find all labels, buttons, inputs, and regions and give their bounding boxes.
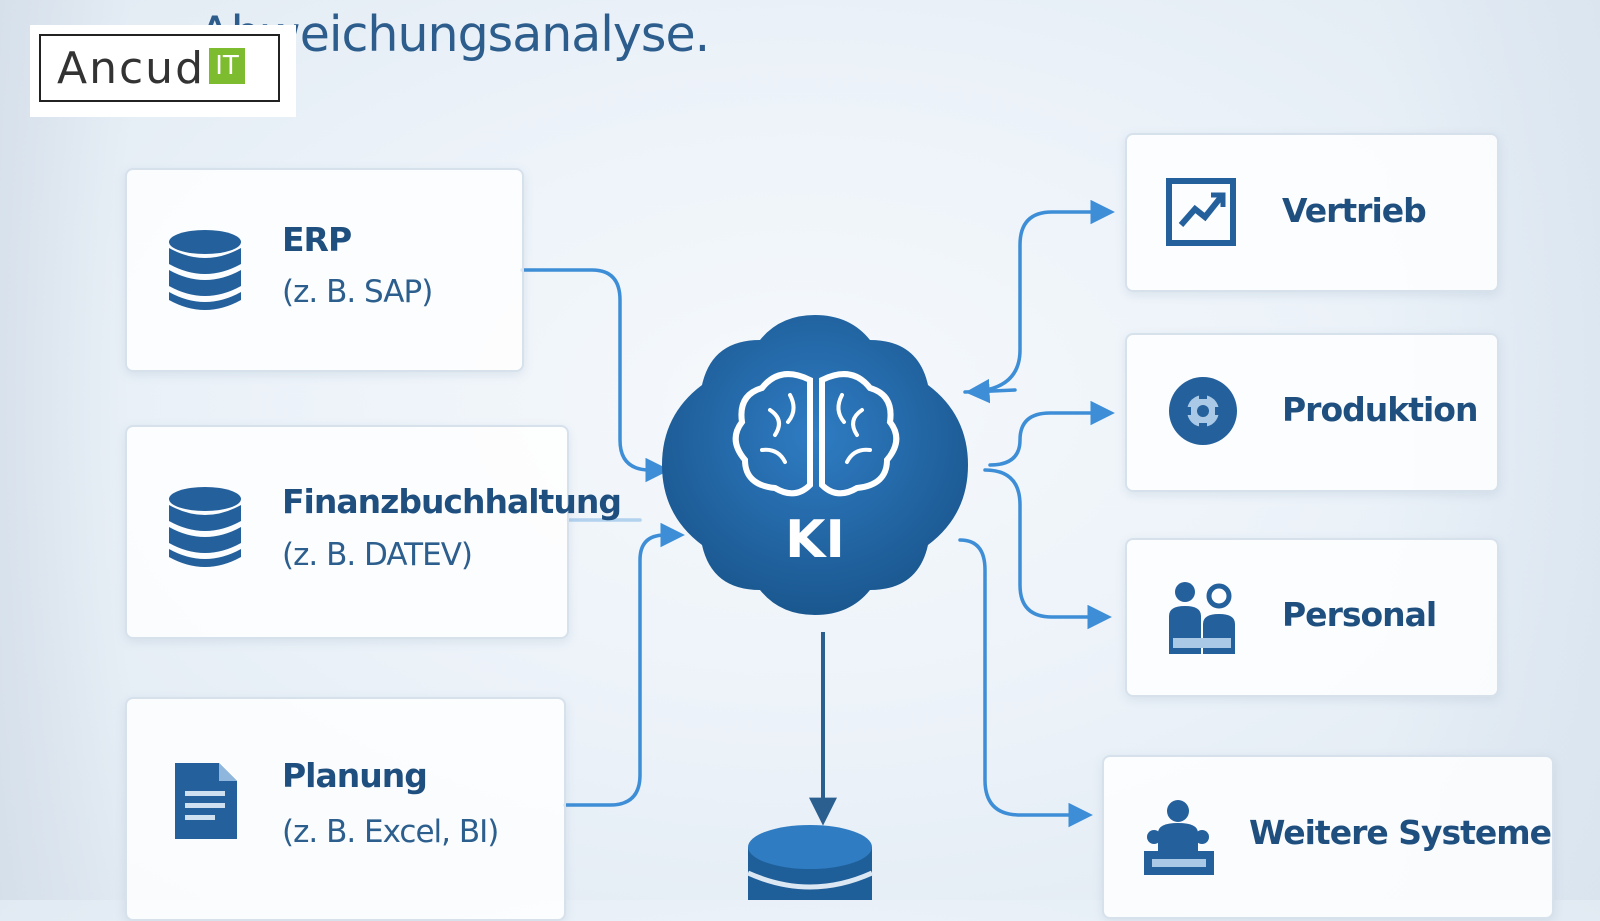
logo-text: Ancud <box>57 42 205 94</box>
target-card-produktion[interactable]: Produktion <box>1125 333 1499 492</box>
target-label-weitere-systeme: Weitere Systeme <box>1249 813 1552 852</box>
source-title-planung: Planung <box>282 756 428 795</box>
target-card-vertrieb[interactable]: Vertrieb <box>1125 133 1499 292</box>
database-icon <box>169 230 241 310</box>
connector-lines <box>520 199 1115 828</box>
connector-planung-to-ki <box>563 522 685 807</box>
ancud-logo[interactable]: Ancud IT <box>30 25 296 117</box>
logo-badge: IT <box>209 48 245 84</box>
logo-frame: Ancud IT <box>39 34 280 102</box>
target-label-vertrieb: Vertrieb <box>1282 191 1427 230</box>
connector-erp-to-ki <box>520 268 670 483</box>
people-icon <box>1169 582 1235 654</box>
source-card-erp[interactable]: ERP (z. B. SAP) <box>125 168 524 372</box>
people-icon <box>1144 800 1214 875</box>
output-database-icon <box>746 825 874 900</box>
source-subtitle-finanzbuchhaltung: (z. B. DATEV) <box>282 537 473 573</box>
connector-ki-to-personal <box>983 468 1112 630</box>
chart-icon <box>1166 178 1236 246</box>
connector-ki-to-weitere <box>958 538 1093 828</box>
background-left-blur <box>0 0 130 900</box>
source-subtitle-planung: (z. B. Excel, BI) <box>282 814 499 850</box>
source-card-finanzbuchhaltung[interactable]: Finanzbuchhaltung (z. B. DATEV) <box>125 425 622 639</box>
ki-hub-shape <box>662 315 968 615</box>
target-card-personal[interactable]: Personal <box>1125 538 1499 697</box>
target-label-personal: Personal <box>1282 595 1437 634</box>
database-icon <box>169 487 241 567</box>
target-label-produktion: Produktion <box>1282 390 1478 429</box>
document-icon <box>175 763 237 839</box>
gear-icon <box>1169 377 1237 445</box>
ki-hub[interactable] <box>650 310 980 620</box>
source-card-planung[interactable]: Planung (z. B. Excel, BI) <box>125 697 566 921</box>
source-title-finanzbuchhaltung: Finanzbuchhaltung <box>282 482 622 521</box>
source-subtitle-erp: (z. B. SAP) <box>282 274 433 310</box>
connector-ki-to-produktion <box>988 400 1115 467</box>
connector-ki-to-vertrieb <box>963 199 1115 394</box>
target-card-weitere-systeme[interactable]: Weitere Systeme <box>1102 755 1554 919</box>
connector-vertrieb-back-arrow <box>965 378 1017 404</box>
brain-icon <box>732 371 900 497</box>
source-title-erp: ERP <box>282 220 352 259</box>
